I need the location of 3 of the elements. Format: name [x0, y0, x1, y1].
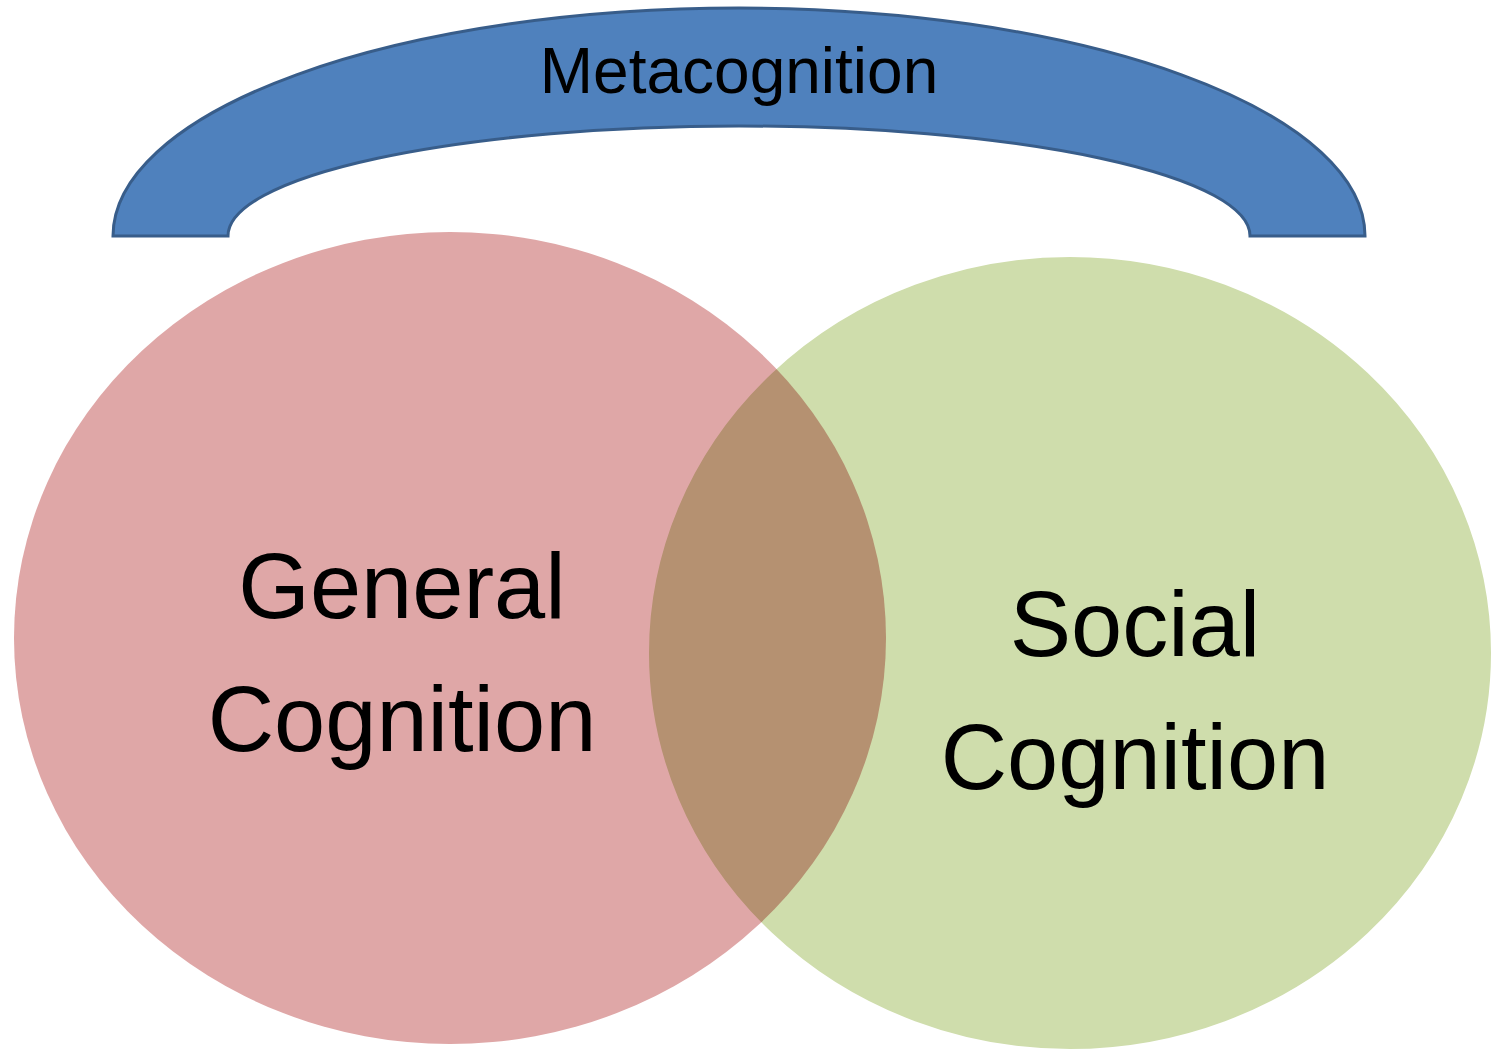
arch-label: Metacognition — [538, 34, 940, 109]
ellipse-label: Social Cognition — [939, 572, 1331, 811]
ellipse-label: General Cognition — [206, 534, 598, 773]
